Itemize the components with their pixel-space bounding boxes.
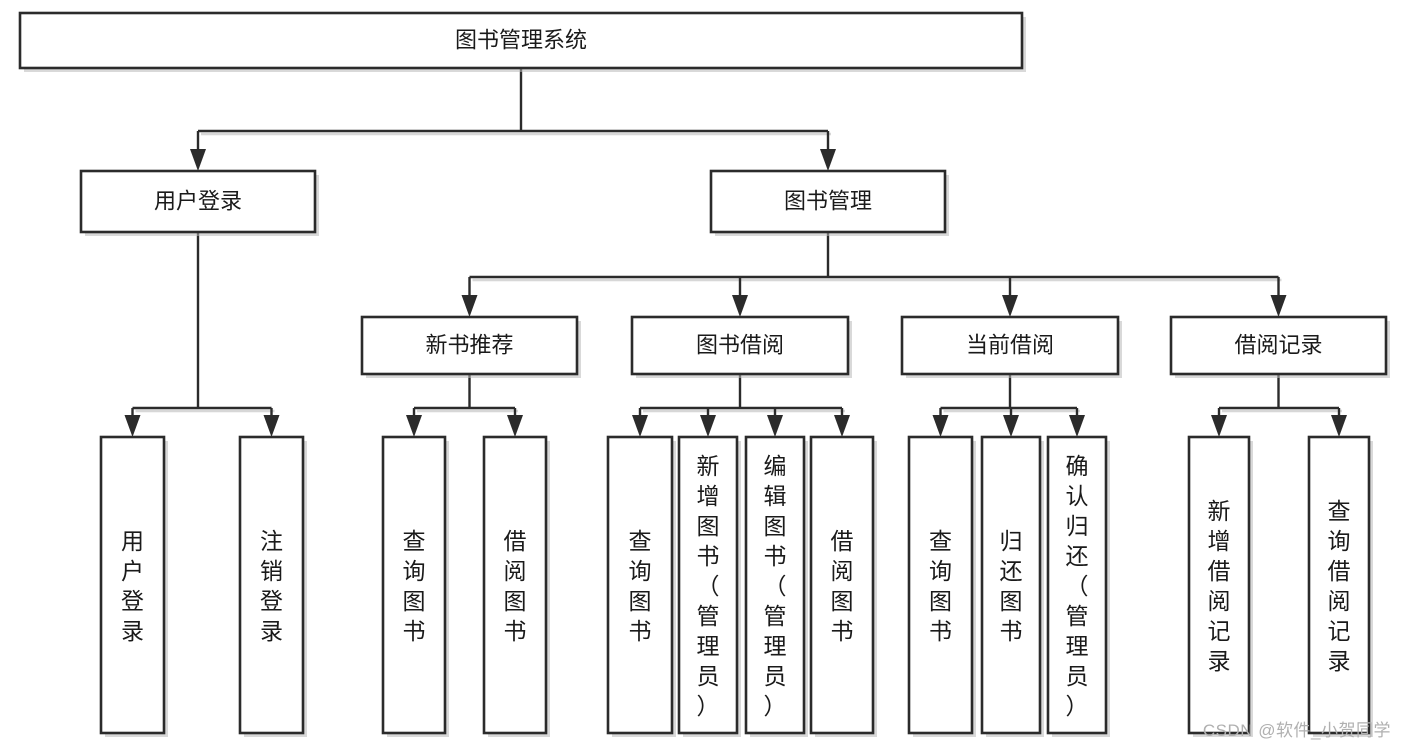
node-new-book-recommend[interactable]: 新书推荐 bbox=[360, 315, 581, 378]
arrow-head-icon bbox=[406, 415, 422, 437]
node-label-leaf-logout: 注销登录 bbox=[260, 528, 283, 644]
node-label-leaf-query-book-2: 查询图书 bbox=[629, 528, 652, 644]
node-root[interactable]: 图书管理系统 bbox=[18, 11, 1026, 72]
node-leaf-query-book-1[interactable]: 查询图书 bbox=[381, 435, 449, 737]
node-book-manage[interactable]: 图书管理 bbox=[709, 169, 949, 236]
arrow-head-icon bbox=[632, 415, 648, 437]
arrow-head-icon bbox=[1331, 415, 1347, 437]
node-label-leaf-query-book-1: 查询图书 bbox=[403, 528, 426, 644]
node-label-leaf-query-book-3: 查询图书 bbox=[929, 528, 952, 644]
node-label-leaf-borrow-book-1: 借阅图书 bbox=[504, 528, 527, 644]
node-label-book-manage: 图书管理 bbox=[784, 188, 872, 213]
node-label-borrow-record: 借阅记录 bbox=[1234, 332, 1322, 357]
node-label-leaf-edit-book: 编辑图书（管理员） bbox=[764, 453, 787, 719]
arrow-head-icon bbox=[263, 415, 280, 437]
node-label-user-login: 用户登录 bbox=[154, 188, 242, 213]
node-label-leaf-add-record: 新增借阅记录 bbox=[1208, 498, 1231, 674]
arrow-head-icon bbox=[1211, 415, 1227, 437]
node-current-borrow[interactable]: 当前借阅 bbox=[900, 315, 1122, 378]
node-leaf-query-record[interactable]: 查询借阅记录 bbox=[1307, 435, 1373, 737]
node-leaf-return-book[interactable]: 归还图书 bbox=[980, 435, 1044, 737]
node-leaf-borrow-book-1[interactable]: 借阅图书 bbox=[482, 435, 550, 737]
arrow-head-icon bbox=[767, 415, 783, 437]
node-borrow-record[interactable]: 借阅记录 bbox=[1169, 315, 1390, 378]
node-leaf-query-book-2[interactable]: 查询图书 bbox=[606, 435, 676, 737]
node-leaf-logout[interactable]: 注销登录 bbox=[238, 435, 307, 737]
node-leaf-query-book-3[interactable]: 查询图书 bbox=[907, 435, 976, 737]
arrow-head-icon bbox=[732, 295, 748, 317]
node-label-leaf-borrow-book-2: 借阅图书 bbox=[831, 528, 854, 644]
node-label-leaf-query-record: 查询借阅记录 bbox=[1328, 498, 1351, 674]
arrow-head-icon bbox=[124, 415, 141, 437]
arrow-head-icon bbox=[1069, 415, 1085, 437]
watermark-text: CSDN @软件_小贺同学 bbox=[1202, 721, 1391, 740]
node-label-leaf-add-book: 新增图书（管理员） bbox=[697, 453, 720, 719]
arrow-head-icon bbox=[820, 149, 836, 171]
node-label-leaf-user-login: 用户登录 bbox=[121, 528, 144, 644]
node-user-login[interactable]: 用户登录 bbox=[79, 169, 319, 236]
arrow-head-icon bbox=[190, 149, 206, 171]
node-leaf-edit-book[interactable]: 编辑图书（管理员） bbox=[744, 435, 808, 737]
node-book-borrow[interactable]: 图书借阅 bbox=[630, 315, 852, 378]
node-label-root: 图书管理系统 bbox=[455, 27, 587, 52]
arrow-head-icon bbox=[932, 415, 949, 437]
node-label-leaf-confirm-return: 确认归还（管理员） bbox=[1066, 453, 1089, 719]
node-leaf-borrow-book-2[interactable]: 借阅图书 bbox=[809, 435, 877, 737]
node-label-book-borrow: 图书借阅 bbox=[696, 332, 784, 357]
node-leaf-user-login[interactable]: 用户登录 bbox=[99, 435, 168, 737]
node-leaf-add-book[interactable]: 新增图书（管理员） bbox=[677, 435, 741, 737]
arrow-head-icon bbox=[834, 415, 850, 437]
node-label-current-borrow: 当前借阅 bbox=[966, 332, 1054, 357]
arrow-head-icon bbox=[461, 295, 478, 317]
arrow-head-icon bbox=[507, 415, 523, 437]
arrow-head-icon bbox=[700, 415, 716, 437]
arrow-head-icon bbox=[1002, 295, 1018, 317]
node-label-new-book-recommend: 新书推荐 bbox=[425, 332, 513, 357]
node-leaf-add-record[interactable]: 新增借阅记录 bbox=[1187, 435, 1253, 737]
arrow-head-icon bbox=[1270, 295, 1287, 317]
node-leaf-confirm-return[interactable]: 确认归还（管理员） bbox=[1046, 435, 1110, 737]
node-label-leaf-return-book: 归还图书 bbox=[1000, 528, 1023, 644]
arrow-head-icon bbox=[1003, 415, 1019, 437]
